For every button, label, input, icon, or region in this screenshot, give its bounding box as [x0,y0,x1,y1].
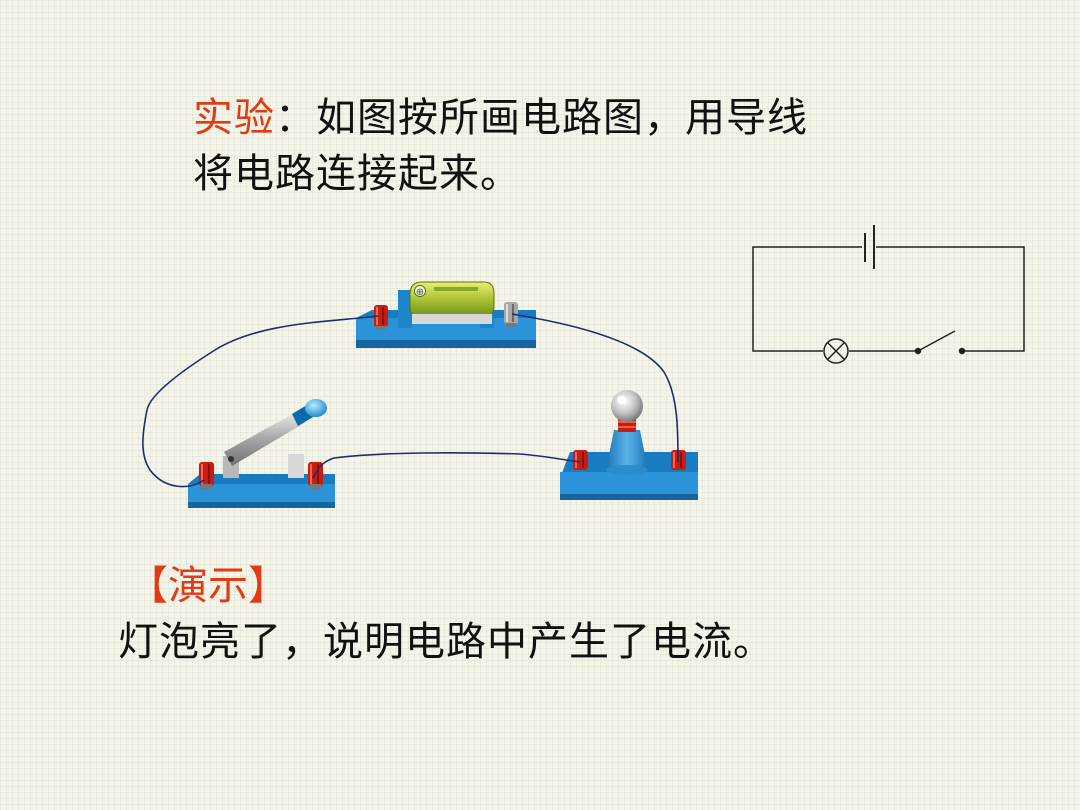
schematic-wire [752,246,862,352]
instruction-text-1: ：如图按所画电路图，用导线 [275,95,808,141]
schematic-wire [876,246,1025,352]
experiment-label: 实验 [193,95,275,141]
battery-holder: ⊕ [356,281,536,348]
cell-symbol-icon [864,225,875,269]
instruction-line-1: 实验：如图按所画电路图，用导线 [193,90,953,146]
instruction-line-2: 将电路连接起来。 [193,151,521,197]
circuit-schematic [752,225,1025,364]
wires [142,313,679,488]
wire-battery-to-switch [142,315,379,488]
switch-assembly [188,399,335,508]
battery-terminal-right [504,302,518,327]
battery-plus-mark: ⊕ [416,287,424,298]
experiment-instructions: 实验：如图按所画电路图，用导线 将电路连接起来。 [193,90,953,202]
demo-conclusion: 灯泡亮了，说明电路中产生了电流。 [118,619,774,665]
switch-terminal-left [199,462,214,489]
bulb-terminal-left [573,450,588,470]
wire-switch-to-bulb [312,452,581,479]
switch-icon [223,399,327,478]
switch-symbol-icon [914,330,966,355]
bulb-holder [560,390,698,500]
bulb-icon [606,390,648,475]
lamp-symbol-icon [823,338,849,364]
battery-icon: ⊕ [409,281,495,324]
battery-terminal-left [374,305,388,330]
demo-label: 【演示】 [128,563,288,609]
wire-battery-to-bulb [511,313,679,463]
